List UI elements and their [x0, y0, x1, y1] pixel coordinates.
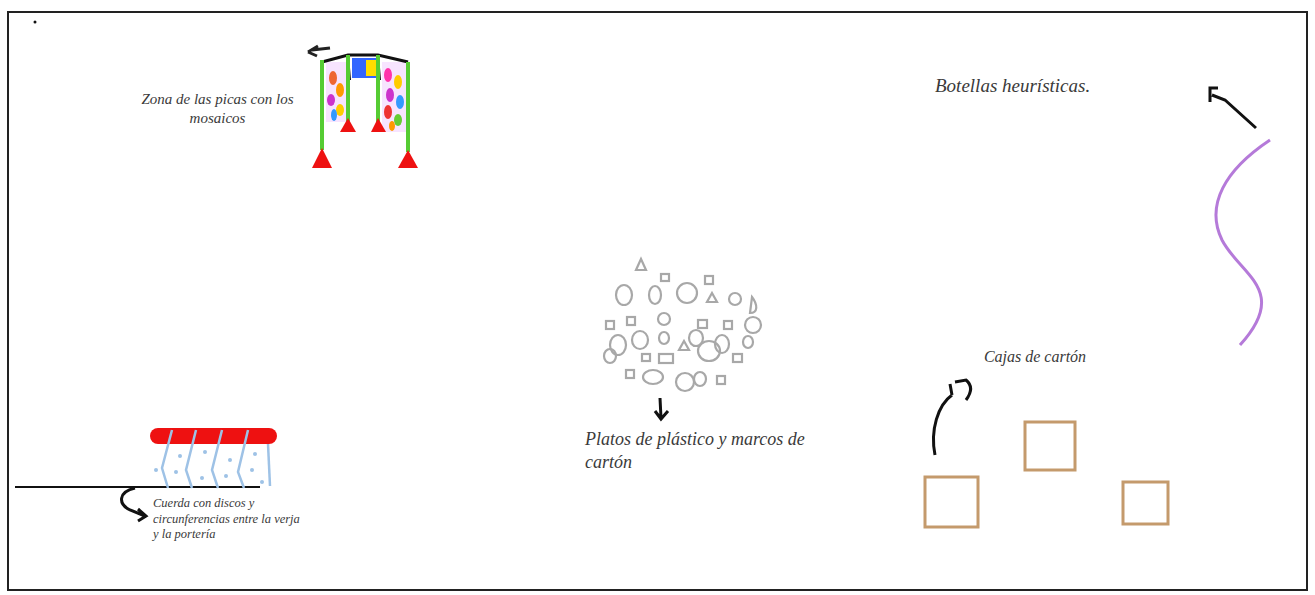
area-label: Cajas de cartón: [980, 347, 1090, 367]
area-label: Cuerda con discos y circunferencias entr…: [153, 496, 303, 543]
leader-arrow: [655, 398, 668, 419]
dot: [34, 21, 37, 24]
leader-arrow: [934, 380, 971, 455]
area-label: Platos de plástico y marcos de cartón: [585, 428, 825, 473]
leader-arrow: [122, 488, 146, 521]
area-label: Botellas heurísticas.: [935, 74, 1195, 98]
platos-marcos: [604, 259, 761, 391]
area-border: [8, 12, 1307, 590]
cajas-carton: [925, 422, 1168, 527]
cuerda-discos: [15, 428, 277, 488]
area-label: Zona de las picas con los mosaicos: [130, 90, 305, 128]
picas-mosaicos: [308, 46, 418, 168]
botellas-heuristicas: [1210, 88, 1270, 345]
